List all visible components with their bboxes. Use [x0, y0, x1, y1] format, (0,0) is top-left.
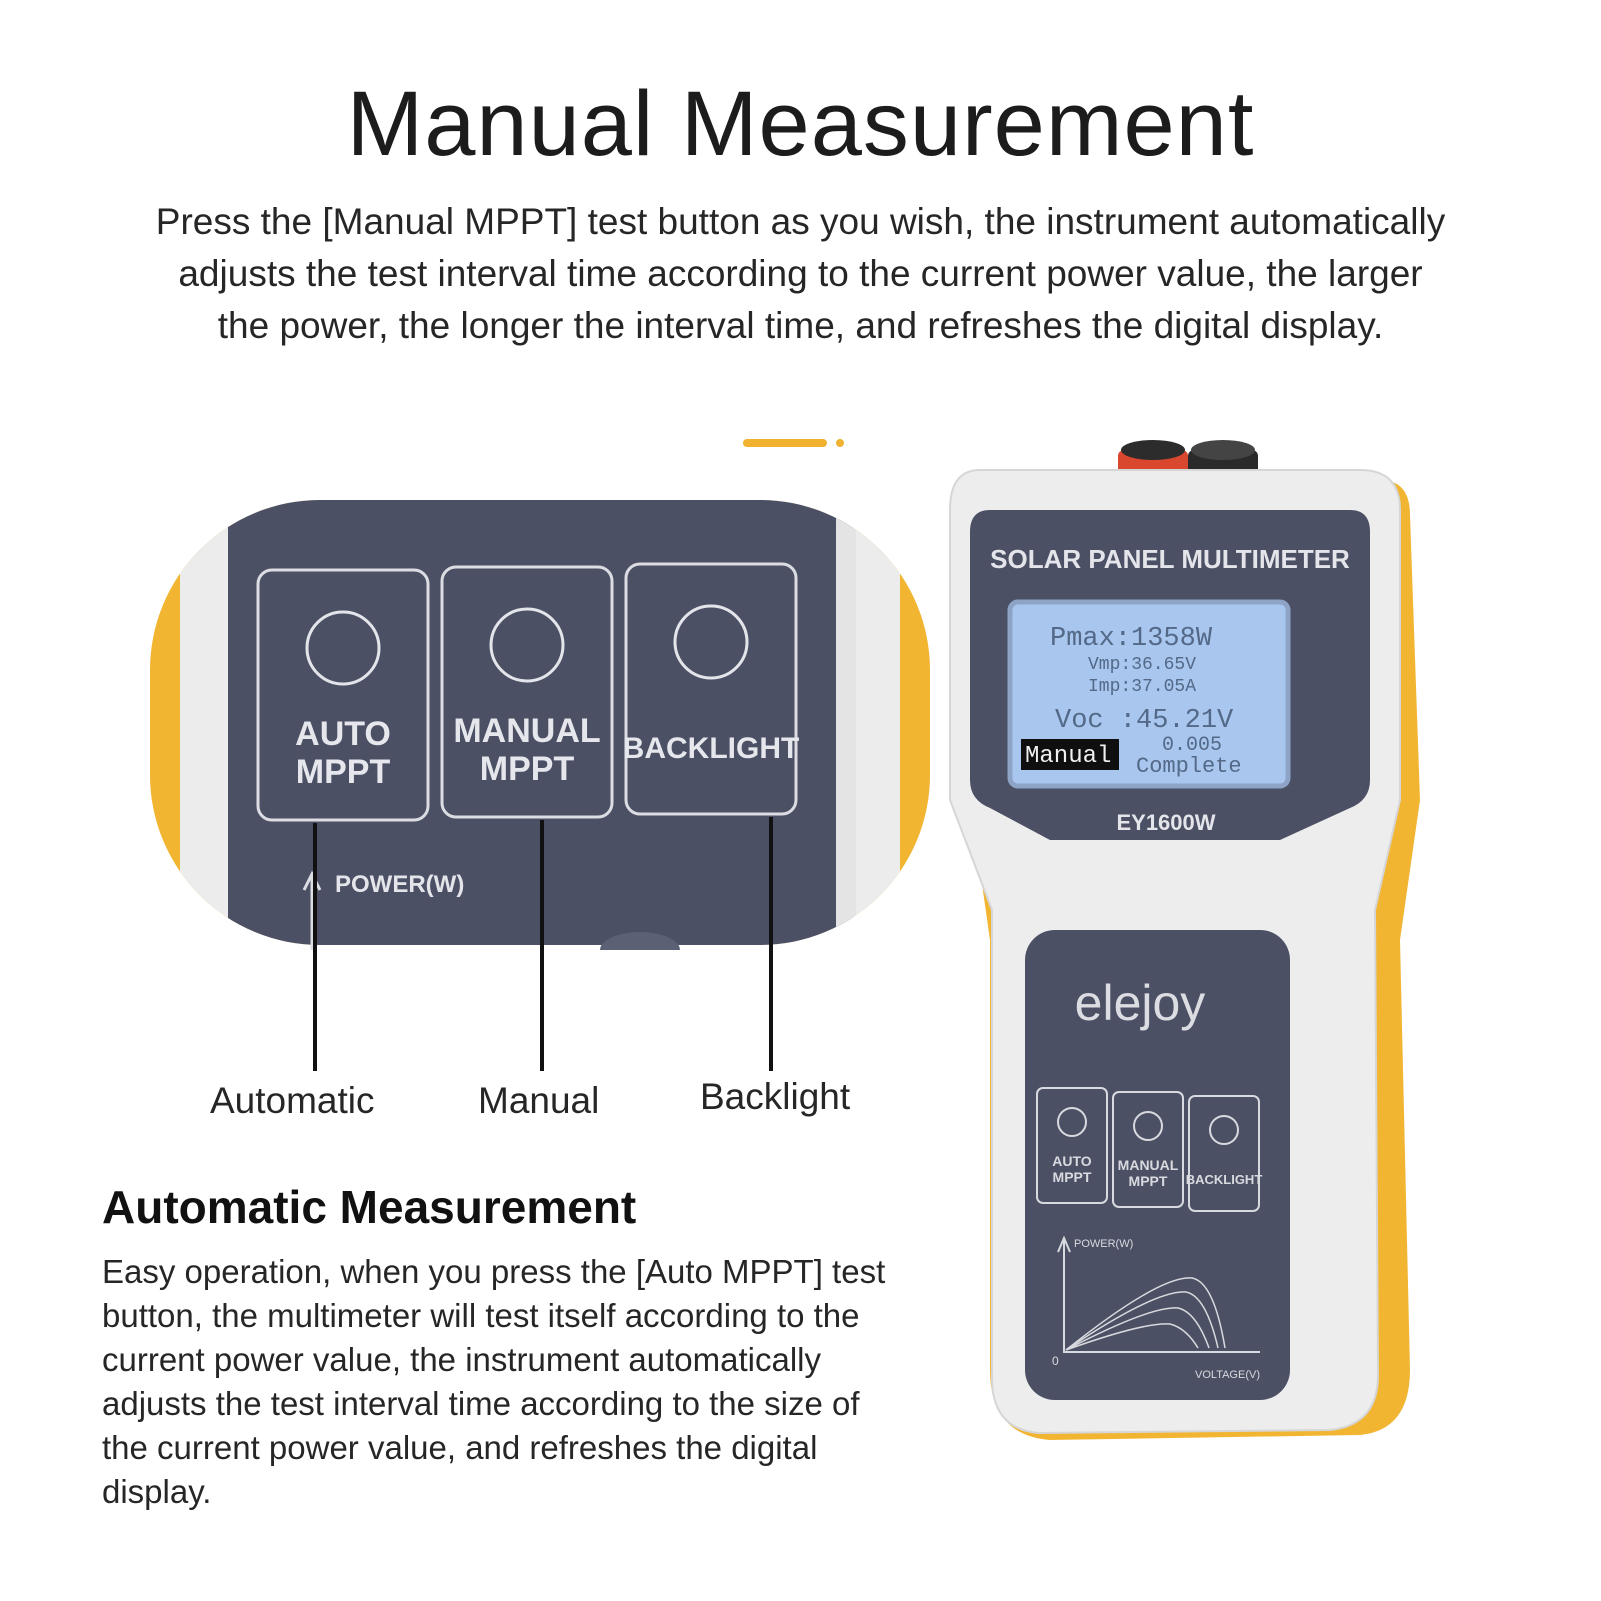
lcd-status: Complete [1136, 754, 1242, 779]
lcd-vmp: Vmp:36.65V [1088, 655, 1196, 675]
device-model: EY1600W [1116, 810, 1215, 835]
accent-divider [743, 439, 827, 447]
auto-description: Easy operation, when you press the [Auto… [102, 1253, 886, 1510]
svg-text:POWER(W): POWER(W) [1074, 1238, 1133, 1250]
closeup-axis-label: POWER(W) [335, 871, 464, 898]
svg-text:MPPT: MPPT [1129, 1173, 1168, 1189]
closeup-manual-line1: MANUAL [453, 712, 600, 750]
intro-text: Press the [Manual MPPT] test button as y… [155, 201, 1446, 346]
closeup-button-manual-mppt: MANUAL MPPT [440, 565, 614, 819]
lcd-pmax: Pmax:1358W [1050, 624, 1213, 654]
device-panel-title: SOLAR PANEL MULTIMETER [990, 544, 1350, 574]
svg-text:VOLTAGE(V): VOLTAGE(V) [1195, 1369, 1260, 1381]
svg-text:MANUAL: MANUAL [1118, 1157, 1179, 1173]
svg-text:MPPT: MPPT [1053, 1169, 1092, 1185]
lcd-voc: Voc :45.21V [1055, 706, 1234, 736]
device-power-graph: POWER(W) 0 VOLTAGE(V) [1052, 1235, 1260, 1381]
lower-panel [1025, 930, 1290, 1400]
lcd-mode: Manual [1025, 743, 1111, 770]
callout-automatic: Automatic [210, 1080, 375, 1121]
closeup-manual-line2: MPPT [480, 750, 575, 788]
callout-manual: Manual [478, 1080, 600, 1121]
page-title: Manual Measurement [346, 73, 1255, 175]
closeup-button-backlight: BACKLIGHT [623, 562, 800, 816]
accent-divider-dot [836, 439, 844, 447]
svg-text:BACKLIGHT: BACKLIGHT [1186, 1172, 1263, 1187]
closeup-backlight-line1: BACKLIGHT [623, 732, 800, 765]
lcd-interval: 0.005 [1162, 734, 1222, 757]
callout-line-backlight [769, 817, 773, 1071]
callout-line-manual [540, 820, 544, 1071]
callout-backlight: Backlight [700, 1076, 851, 1117]
brand-logo: elejoy [1075, 975, 1206, 1031]
svg-text:0: 0 [1052, 1354, 1059, 1368]
multimeter-device: SOLAR PANEL MULTIMETER Pmax:1358W Vmp:36… [949, 440, 1420, 1440]
svg-text:AUTO: AUTO [1052, 1153, 1092, 1169]
closeup-button-auto-mppt: AUTO MPPT [256, 568, 430, 822]
button-closeup: AUTO MPPT MANUAL MPPT BACKLIGHT POWER(W) [150, 500, 930, 950]
closeup-auto-line1: AUTO [295, 715, 391, 753]
auto-heading: Automatic Measurement [102, 1181, 637, 1233]
device-button-auto-mppt: AUTO MPPT [1036, 1087, 1108, 1204]
device-button-manual-mppt: MANUAL MPPT [1112, 1091, 1184, 1208]
device-button-backlight: BACKLIGHT [1186, 1095, 1263, 1212]
closeup-auto-line2: MPPT [296, 753, 391, 791]
closeup-power-axis: POWER(W) [302, 870, 464, 950]
callout-line-automatic [313, 823, 317, 1071]
lcd-imp: Imp:37.05A [1088, 677, 1196, 697]
